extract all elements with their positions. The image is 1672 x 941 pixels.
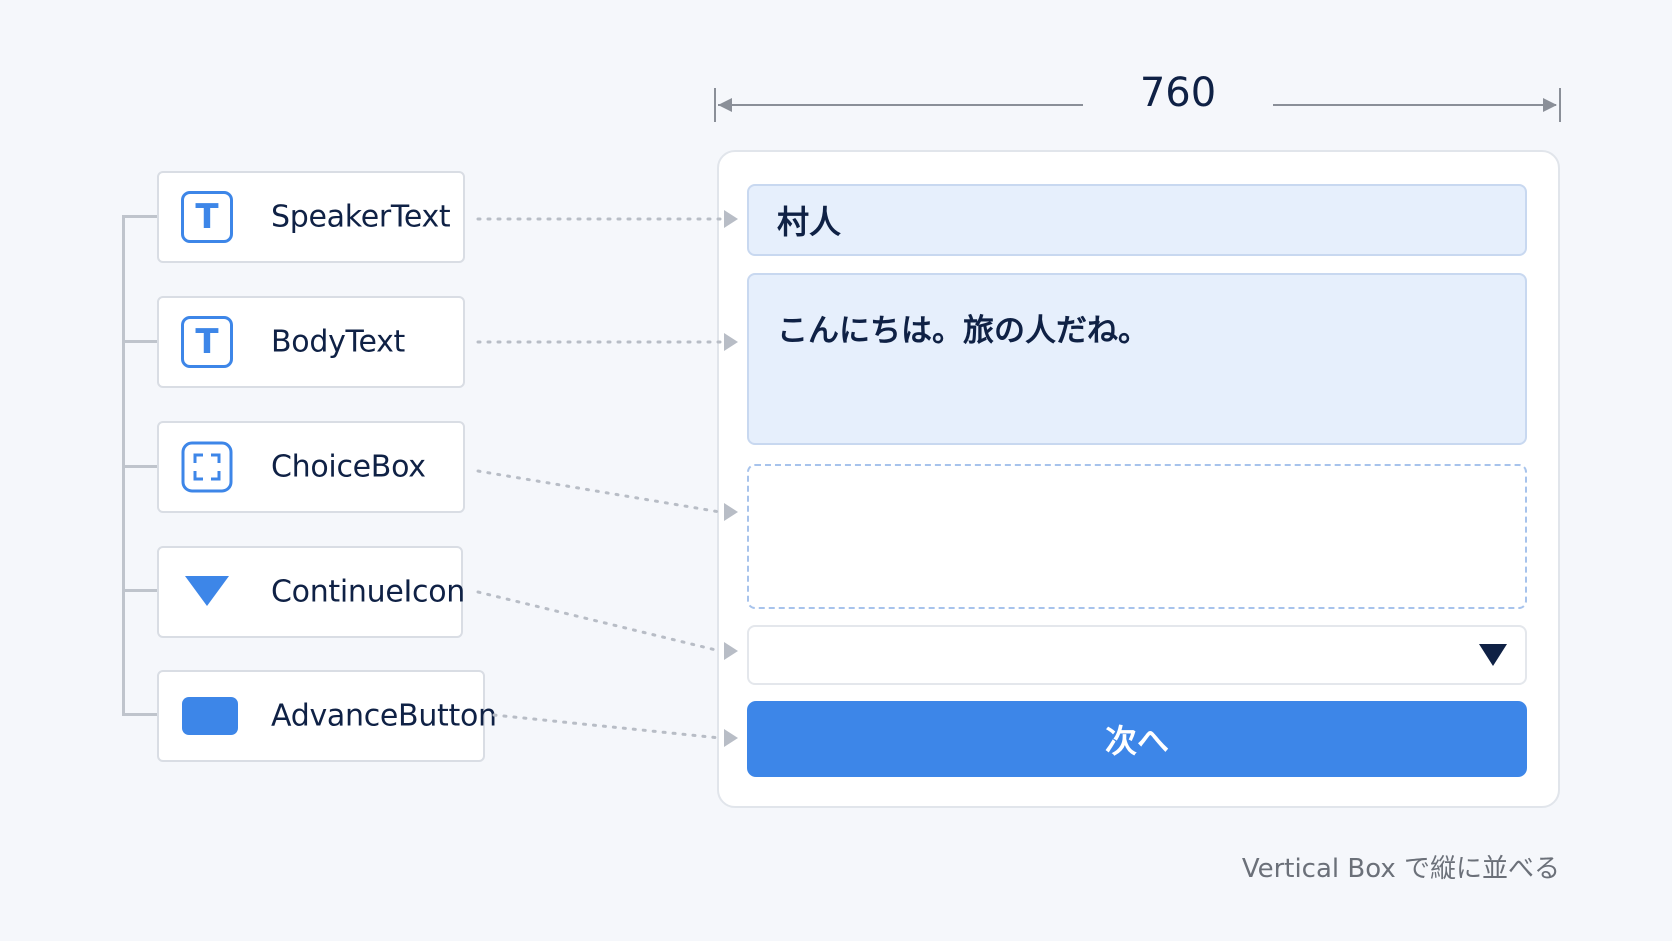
text-icon: T <box>181 191 233 243</box>
node-body-text: T BodyText <box>157 296 465 388</box>
connector-advance <box>492 713 722 740</box>
body-text: こんにちは。旅の人だね。 <box>777 313 1149 349</box>
node-continue-icon: ContinueIcon <box>157 546 466 638</box>
triangle-down-icon <box>181 566 233 618</box>
choice-box-slot <box>747 464 1527 609</box>
node-label: ChoiceBox <box>271 449 426 485</box>
connector-arrowhead <box>724 210 738 228</box>
speaker-text-slot: 村人 <box>747 184 1527 256</box>
node-speaker-text: T SpeakerText <box>157 171 465 263</box>
node-choice-box: ChoiceBox <box>157 421 465 513</box>
advance-button[interactable]: 次へ <box>747 701 1527 777</box>
hierarchy-branch <box>122 340 157 343</box>
hierarchy-branch <box>122 215 157 218</box>
connector-arrowhead <box>724 729 738 747</box>
node-label: AdvanceButton <box>271 698 497 734</box>
body-text-slot: こんにちは。旅の人だね。 <box>747 273 1527 445</box>
button-icon <box>181 690 238 742</box>
continue-icon-slot <box>747 625 1527 685</box>
dashed-box-icon <box>181 441 233 493</box>
hierarchy-branch <box>122 465 157 468</box>
connector-arrowhead <box>724 333 738 351</box>
width-dimension-label: 760 <box>1083 70 1273 116</box>
text-icon: T <box>181 316 233 368</box>
caption: Vertical Box で縦に並べる <box>1241 854 1560 884</box>
dimension-arrow-right <box>1543 98 1557 112</box>
node-label: BodyText <box>271 324 406 360</box>
connector-arrowhead <box>724 642 738 660</box>
continue-triangle-icon <box>1479 644 1507 666</box>
connector-continue <box>476 590 722 653</box>
hierarchy-branch <box>122 713 157 716</box>
connector-arrowhead <box>724 503 738 521</box>
node-label: SpeakerText <box>271 199 451 235</box>
connector-choice <box>476 469 722 514</box>
hierarchy-branch <box>122 589 157 592</box>
advance-button-label: 次へ <box>1104 722 1169 760</box>
node-advance-button: AdvanceButton <box>157 670 497 762</box>
node-label: ContinueIcon <box>271 574 466 610</box>
speaker-name: 村人 <box>777 203 842 241</box>
dimension-arrow-left <box>718 98 732 112</box>
